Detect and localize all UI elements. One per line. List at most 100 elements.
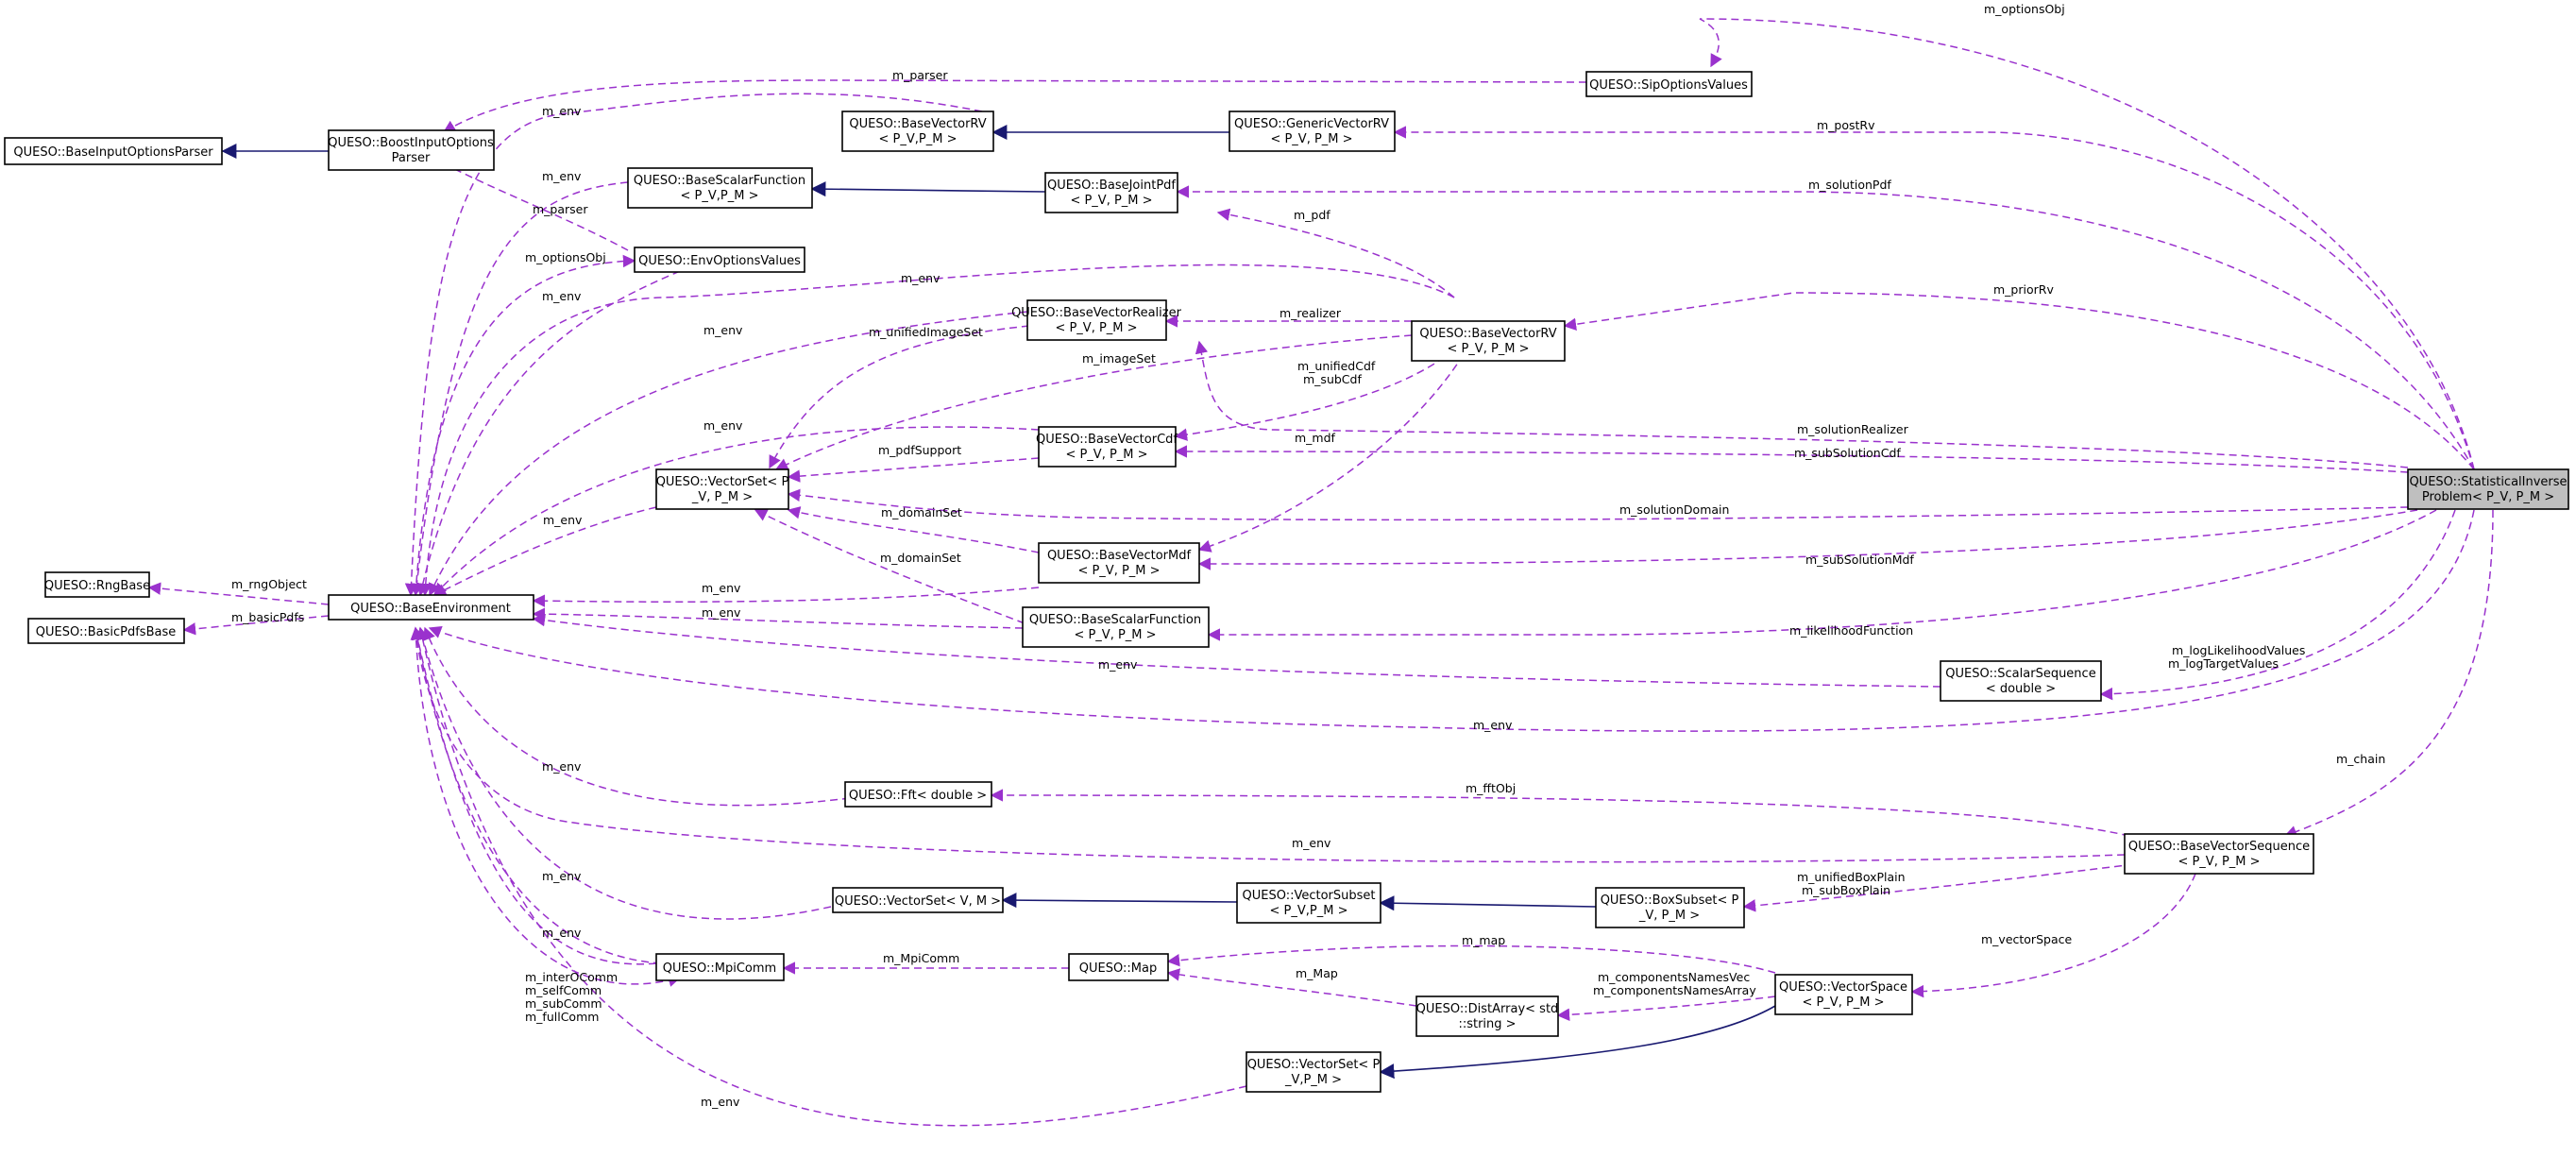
edge-vector-space — [1910, 873, 2196, 998]
node-mpi-comm[interactable]: QUESO::MpiComm — [655, 953, 785, 981]
node-base-vector-realizer[interactable]: QUESO::BaseVectorRealizer < P_V, P_M > — [1011, 299, 1182, 341]
node-fft-double[interactable]: QUESO::Fft< double > — [844, 781, 992, 808]
edge-label-post-rv: m_postRv — [1817, 118, 1875, 132]
edge-label-env-14: m_env — [542, 869, 582, 883]
edge-env-10 — [532, 613, 1941, 688]
edge-label-env-9: m_env — [702, 605, 741, 620]
edge-label-env-10: m_env — [1098, 657, 1138, 672]
edge-label-log-values-a: m_logLikelihoodValues — [2172, 643, 2305, 657]
edge-env-1 — [404, 93, 983, 597]
edge-label-env-12: m_env — [542, 759, 582, 774]
edge-label-mdf: m_mdf — [1295, 431, 1336, 445]
node-label: QUESO::GenericVectorRV — [1234, 117, 1389, 131]
node-vector-space[interactable]: QUESO::VectorSpace < P_V, P_M > — [1774, 974, 1913, 1015]
edge-label-env-6: m_env — [703, 418, 743, 433]
node-scalar-sequence[interactable]: QUESO::ScalarSequence < double > — [1940, 660, 2102, 702]
node-base-scalar-function-2[interactable]: QUESO::BaseScalarFunction < P_V, P_M > — [1022, 606, 1210, 648]
edge-label-chain: m_chain — [2336, 752, 2385, 766]
node-statistical-inverse-problem[interactable]: QUESO::StatisticalInverse Problem< P_V, … — [2407, 468, 2569, 510]
node-basic-pdfs-base[interactable]: QUESO::BasicPdfsBase — [27, 618, 185, 644]
node-label: QUESO::EnvOptionsValues — [638, 254, 801, 268]
node-label: < P_V,P_M > — [681, 189, 759, 203]
node-label: < P_V, P_M > — [1802, 995, 1884, 1010]
node-label: < P_V, P_M > — [1447, 342, 1529, 356]
edge-label-domain-set-1: m_domainSet — [881, 505, 962, 519]
node-label: QUESO::BaseVectorSequence — [2128, 840, 2310, 854]
edge-label-vector-space: m_vectorSpace — [1981, 932, 2072, 946]
node-base-vector-mdf[interactable]: QUESO::BaseVectorMdf < P_V, P_M > — [1038, 542, 1200, 584]
edge-log-values — [2099, 509, 2456, 701]
node-box-subset[interactable]: QUESO::BoxSubset< P _V, P_M > — [1595, 887, 1745, 928]
node-base-input-options-parser[interactable]: QUESO::BaseInputOptionsParser — [4, 137, 223, 165]
node-base-vector-rv-2[interactable]: QUESO::BaseVectorRV < P_V, P_M > — [1411, 320, 1566, 362]
node-label: QUESO::VectorSpace — [1779, 980, 1907, 995]
edge-inherit-vector-subset — [1001, 893, 1238, 909]
node-map[interactable]: QUESO::Map — [1068, 953, 1169, 981]
edge-pdf-support — [787, 457, 1040, 483]
edge-sub-solution-cdf — [1174, 445, 2409, 473]
edge-post-rv — [1393, 126, 2475, 470]
edge-label-likelihood-fn: m_likelihoodFunction — [1789, 623, 1913, 638]
node-base-vector-sequence[interactable]: QUESO::BaseVectorSequence < P_V, P_M > — [2124, 833, 2314, 875]
node-label: < P_V, P_M > — [1077, 564, 1160, 578]
node-vector-set-v-m[interactable]: QUESO::VectorSet< V, M > — [832, 887, 1004, 913]
edge-label-image-set: m_imageSet — [1082, 351, 1156, 366]
edge-label-env-2: m_env — [542, 169, 582, 183]
nodes: QUESO::StatisticalInverse Problem< P_V, … — [4, 71, 2569, 1093]
edge-prior-rv — [1563, 292, 2475, 470]
node-base-vector-rv-1[interactable]: QUESO::BaseVectorRV < P_V,P_M > — [841, 111, 994, 152]
node-vector-set-p-v-p-m-2[interactable]: QUESO::VectorSet< P _V,P_M > — [1246, 1051, 1381, 1093]
node-sip-options-values[interactable]: QUESO::SipOptionsValues — [1585, 71, 1753, 97]
edge-label-comms-c: m_subComm — [525, 996, 602, 1011]
edge-label-sub-solution-cdf: m_subSolutionCdf — [1794, 446, 1901, 460]
node-generic-vector-rv[interactable]: QUESO::GenericVectorRV < P_V, P_M > — [1229, 111, 1396, 152]
edge-labels: m_optionsObj m_parser m_env m_postRv m_e… — [231, 2, 2385, 1109]
node-label: _V, P_M > — [691, 490, 753, 504]
edge-label-realizer: m_realizer — [1280, 306, 1342, 320]
edge-env-8 — [532, 587, 1040, 607]
node-label: QUESO::VectorSet< P — [656, 475, 789, 489]
node-label: QUESO::Fft< double > — [849, 789, 987, 803]
edge-label-solution-pdf: m_solutionPdf — [1808, 178, 1891, 192]
edge-label-components-names-b: m_componentsNamesArray — [1593, 983, 1756, 997]
edge-parser-2 — [432, 158, 629, 251]
edge-solution-domain — [787, 488, 2409, 521]
edge-label-options-obj-env: m_optionsObj — [525, 250, 606, 264]
node-label: QUESO::VectorSet< P — [1247, 1058, 1381, 1072]
edge-label-comms-b: m_selfComm — [525, 983, 602, 997]
node-label: QUESO::BaseVectorMdf — [1047, 549, 1192, 563]
node-vector-subset[interactable]: QUESO::VectorSubset < P_V,P_M > — [1236, 882, 1381, 924]
node-label: Problem< P_V, P_M > — [2422, 490, 2554, 504]
node-base-vector-cdf[interactable]: QUESO::BaseVectorCdf < P_V, P_M > — [1036, 426, 1178, 468]
node-rng-base[interactable]: QUESO::RngBase — [44, 571, 150, 598]
edge-label-env-7: m_env — [543, 513, 583, 527]
edge-label-unified-cdf-a: m_unifiedCdf — [1297, 359, 1376, 373]
node-label: QUESO::BaseEnvironment — [350, 602, 511, 616]
edge-env-13 — [410, 626, 2126, 863]
node-env-options-values[interactable]: QUESO::EnvOptionsValues — [634, 247, 805, 273]
node-base-scalar-function-1[interactable]: QUESO::BaseScalarFunction < P_V,P_M > — [627, 167, 813, 209]
node-label: QUESO::SipOptionsValues — [1589, 78, 1748, 93]
node-label: _V, P_M > — [1638, 909, 1700, 923]
edge-label-parser: m_parser — [892, 68, 948, 82]
node-label: QUESO::VectorSubset — [1242, 889, 1375, 903]
edge-env-5 — [428, 311, 1028, 597]
node-boost-input-options-parser[interactable]: QUESO::BoostInputOptions Parser — [328, 129, 495, 171]
node-label: QUESO::BaseVectorRV — [849, 117, 986, 131]
edge-env-3 — [416, 270, 681, 597]
edge-label-unified-image-set: m_unifiedImageSet — [869, 325, 983, 339]
edge-label-comms-a: m_interOComm — [525, 970, 618, 984]
edge-label-unified-box-plain-b: m_subBoxPlain — [1802, 883, 1890, 897]
edge-comms — [415, 627, 682, 987]
node-vector-set-p-v-p-m[interactable]: QUESO::VectorSet< P _V, P_M > — [655, 468, 789, 510]
node-base-joint-pdf[interactable]: QUESO::BaseJointPdf < P_V, P_M > — [1044, 172, 1178, 213]
edge-label-env-3: m_env — [542, 289, 582, 303]
node-base-environment[interactable]: QUESO::BaseEnvironment — [328, 594, 534, 621]
edge-label-env-11: m_env — [1473, 718, 1513, 732]
node-label: QUESO::BasicPdfsBase — [36, 625, 177, 639]
node-dist-array[interactable]: QUESO::DistArray< std ::string > — [1415, 995, 1559, 1037]
edge-label-solution-realizer: m_solutionRealizer — [1797, 422, 1909, 436]
node-label: < P_V, P_M > — [2178, 855, 2260, 869]
node-label: QUESO::BaseVectorRV — [1419, 327, 1556, 341]
node-label: ::string > — [1458, 1017, 1516, 1031]
